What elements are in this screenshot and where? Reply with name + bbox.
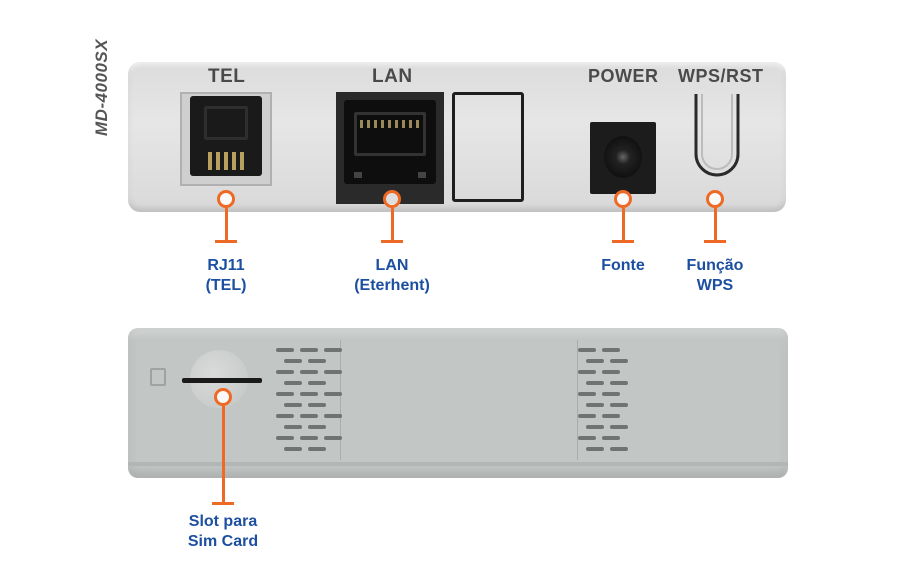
- sim-callout-line: [222, 406, 225, 502]
- side-panel-edge: [128, 462, 788, 466]
- rj11-callout-marker: [217, 190, 235, 208]
- panel-seam: [340, 340, 578, 460]
- lan-callout-line: [391, 208, 394, 240]
- rj11-label-line1: RJ11: [207, 257, 245, 274]
- wps-callout-marker: [706, 190, 724, 208]
- sim-card-icon: [150, 368, 166, 386]
- device-side-panel: [128, 328, 788, 478]
- rj11-callout-foot: [215, 240, 237, 243]
- sim-label-line2: Sim Card: [187, 533, 259, 550]
- lan-callout-marker: [383, 190, 401, 208]
- wps-callout-foot: [704, 240, 726, 243]
- tel-port-label: TEL: [208, 66, 246, 87]
- rj11-label-line2: (TEL): [205, 277, 247, 294]
- sim-callout-marker: [214, 388, 232, 406]
- vent-grille-right: [578, 348, 642, 452]
- sim-label-line1: Slot para: [188, 513, 258, 530]
- wps-label-line1: Função: [686, 257, 744, 274]
- power-port-label: POWER: [588, 66, 659, 86]
- lan-label-line1: LAN: [375, 257, 409, 274]
- rj11-port: [190, 96, 262, 176]
- power-jack: [604, 136, 642, 178]
- sim-callout-label: Slot para Sim Card: [168, 512, 278, 552]
- model-label: MD-4000SX: [92, 38, 111, 136]
- wps-label-line2: WPS: [696, 277, 734, 294]
- vent-grille-left: [276, 348, 342, 452]
- lan-callout-label: LAN (Eterhent): [332, 256, 452, 296]
- power-callout-foot: [612, 240, 634, 243]
- lan-port: [344, 100, 436, 184]
- power-callout-marker: [614, 190, 632, 208]
- wps-callout-line: [714, 208, 717, 240]
- wps-button[interactable]: [690, 92, 744, 192]
- wps-callout-label: Função WPS: [675, 256, 755, 296]
- rj11-callout-label: RJ11 (TEL): [186, 256, 266, 296]
- sim-callout-foot: [212, 502, 234, 505]
- lan-label-line2: (Eterhent): [354, 277, 430, 294]
- lan-port-label: LAN: [372, 66, 413, 87]
- sim-card-slot[interactable]: [182, 378, 262, 383]
- power-callout-line: [622, 208, 625, 240]
- power-callout-label: Fonte: [601, 257, 645, 274]
- rj11-callout-line: [225, 208, 228, 240]
- wps-button-label: WPS/RST: [678, 66, 764, 86]
- blank-port-cover: [452, 92, 524, 202]
- lan-callout-foot: [381, 240, 403, 243]
